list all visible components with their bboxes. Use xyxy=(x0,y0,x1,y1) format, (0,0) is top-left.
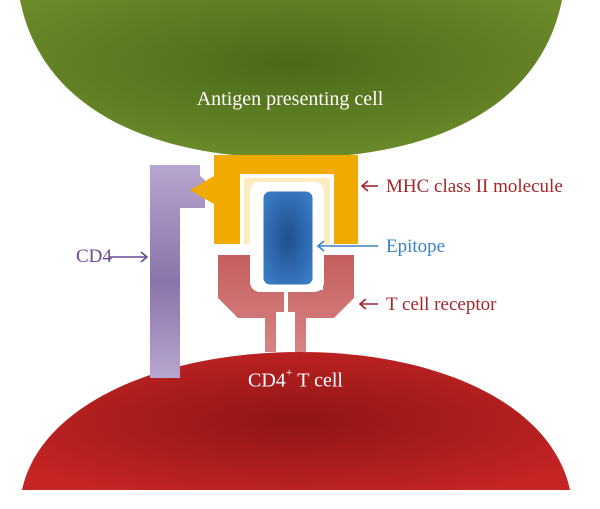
cd4-molecule xyxy=(150,165,205,378)
t-cell-label-superscript: + xyxy=(285,365,293,379)
t-cell-label-rest: T cell xyxy=(292,369,343,392)
tcr-pointer xyxy=(358,298,378,310)
epitope-pointer xyxy=(316,240,378,252)
tcr-label: T cell receptor xyxy=(376,294,496,316)
antigen-presenting-cell xyxy=(20,0,562,158)
cd4-label: CD4 xyxy=(76,246,112,267)
mhc-label-text: MHC class II molecule xyxy=(386,176,563,197)
t-cell-receptor xyxy=(218,255,354,352)
mhc-pointer xyxy=(360,180,378,192)
epitope-label-text: Epitope xyxy=(386,236,446,257)
t-cell-label-main: CD4 xyxy=(248,369,286,392)
epitope xyxy=(260,188,316,288)
cd4-pointer xyxy=(110,251,149,263)
tcr-label-text: T cell receptor xyxy=(386,294,497,315)
mhc-label: MHC class II molecule xyxy=(376,176,563,198)
mhc-class-ii-molecule xyxy=(190,155,358,244)
t-cell-label: CD4+ T cell xyxy=(248,365,343,393)
tcr-right-chain xyxy=(288,255,354,352)
epitope-label: Epitope xyxy=(376,236,445,258)
apc-label: Antigen presenting cell xyxy=(196,88,384,110)
t-cell xyxy=(22,352,570,490)
tcr-left-chain xyxy=(218,255,284,352)
